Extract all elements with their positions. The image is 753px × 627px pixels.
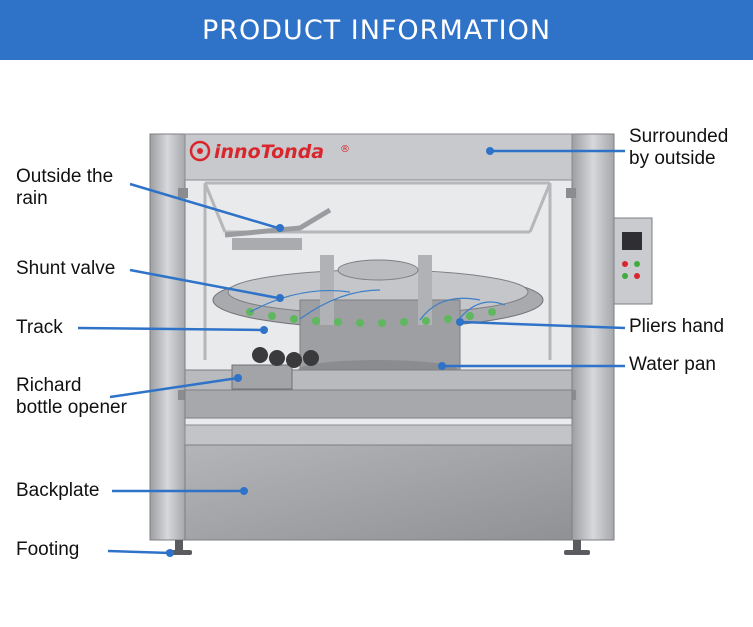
label-shunt-valve: Shunt valve (16, 258, 116, 279)
brand-name: innoTonda (214, 141, 324, 163)
machine-illustration: innoTonda ® (77, 133, 653, 557)
label-track: Track (16, 317, 63, 338)
machine-diagram: innoTonda ® Surrounded (0, 60, 753, 627)
leader-lines (77, 149, 626, 555)
label-backplate: Backplate (16, 480, 100, 501)
brand-mark: ® (340, 144, 350, 155)
leader-dots (166, 147, 494, 557)
label-outside-the-rain: Outside the rain (16, 166, 113, 210)
label-line: by outside (629, 148, 716, 169)
label-water-pan: Water pan (629, 354, 716, 375)
label-richard-bottle-opener: Richard bottle opener (16, 375, 127, 419)
label-line: Richard (16, 375, 82, 396)
label-line: rain (16, 188, 48, 209)
conveyor-track (184, 347, 573, 419)
control-box (613, 217, 653, 305)
label-footing: Footing (16, 539, 80, 560)
product-information-banner: PRODUCT INFORMATION (0, 0, 753, 60)
label-line: Surrounded (629, 126, 729, 147)
backplate-cabinet (184, 424, 573, 541)
label-line: bottle opener (16, 397, 127, 418)
banner-title: PRODUCT INFORMATION (201, 14, 552, 46)
label-pliers-hand: Pliers hand (629, 316, 725, 337)
feet (166, 540, 590, 555)
label-surrounded-by-outside: Surrounded by outside (629, 126, 728, 170)
label-line: Outside the (16, 166, 114, 187)
brand-logo: innoTonda ® (189, 140, 350, 163)
